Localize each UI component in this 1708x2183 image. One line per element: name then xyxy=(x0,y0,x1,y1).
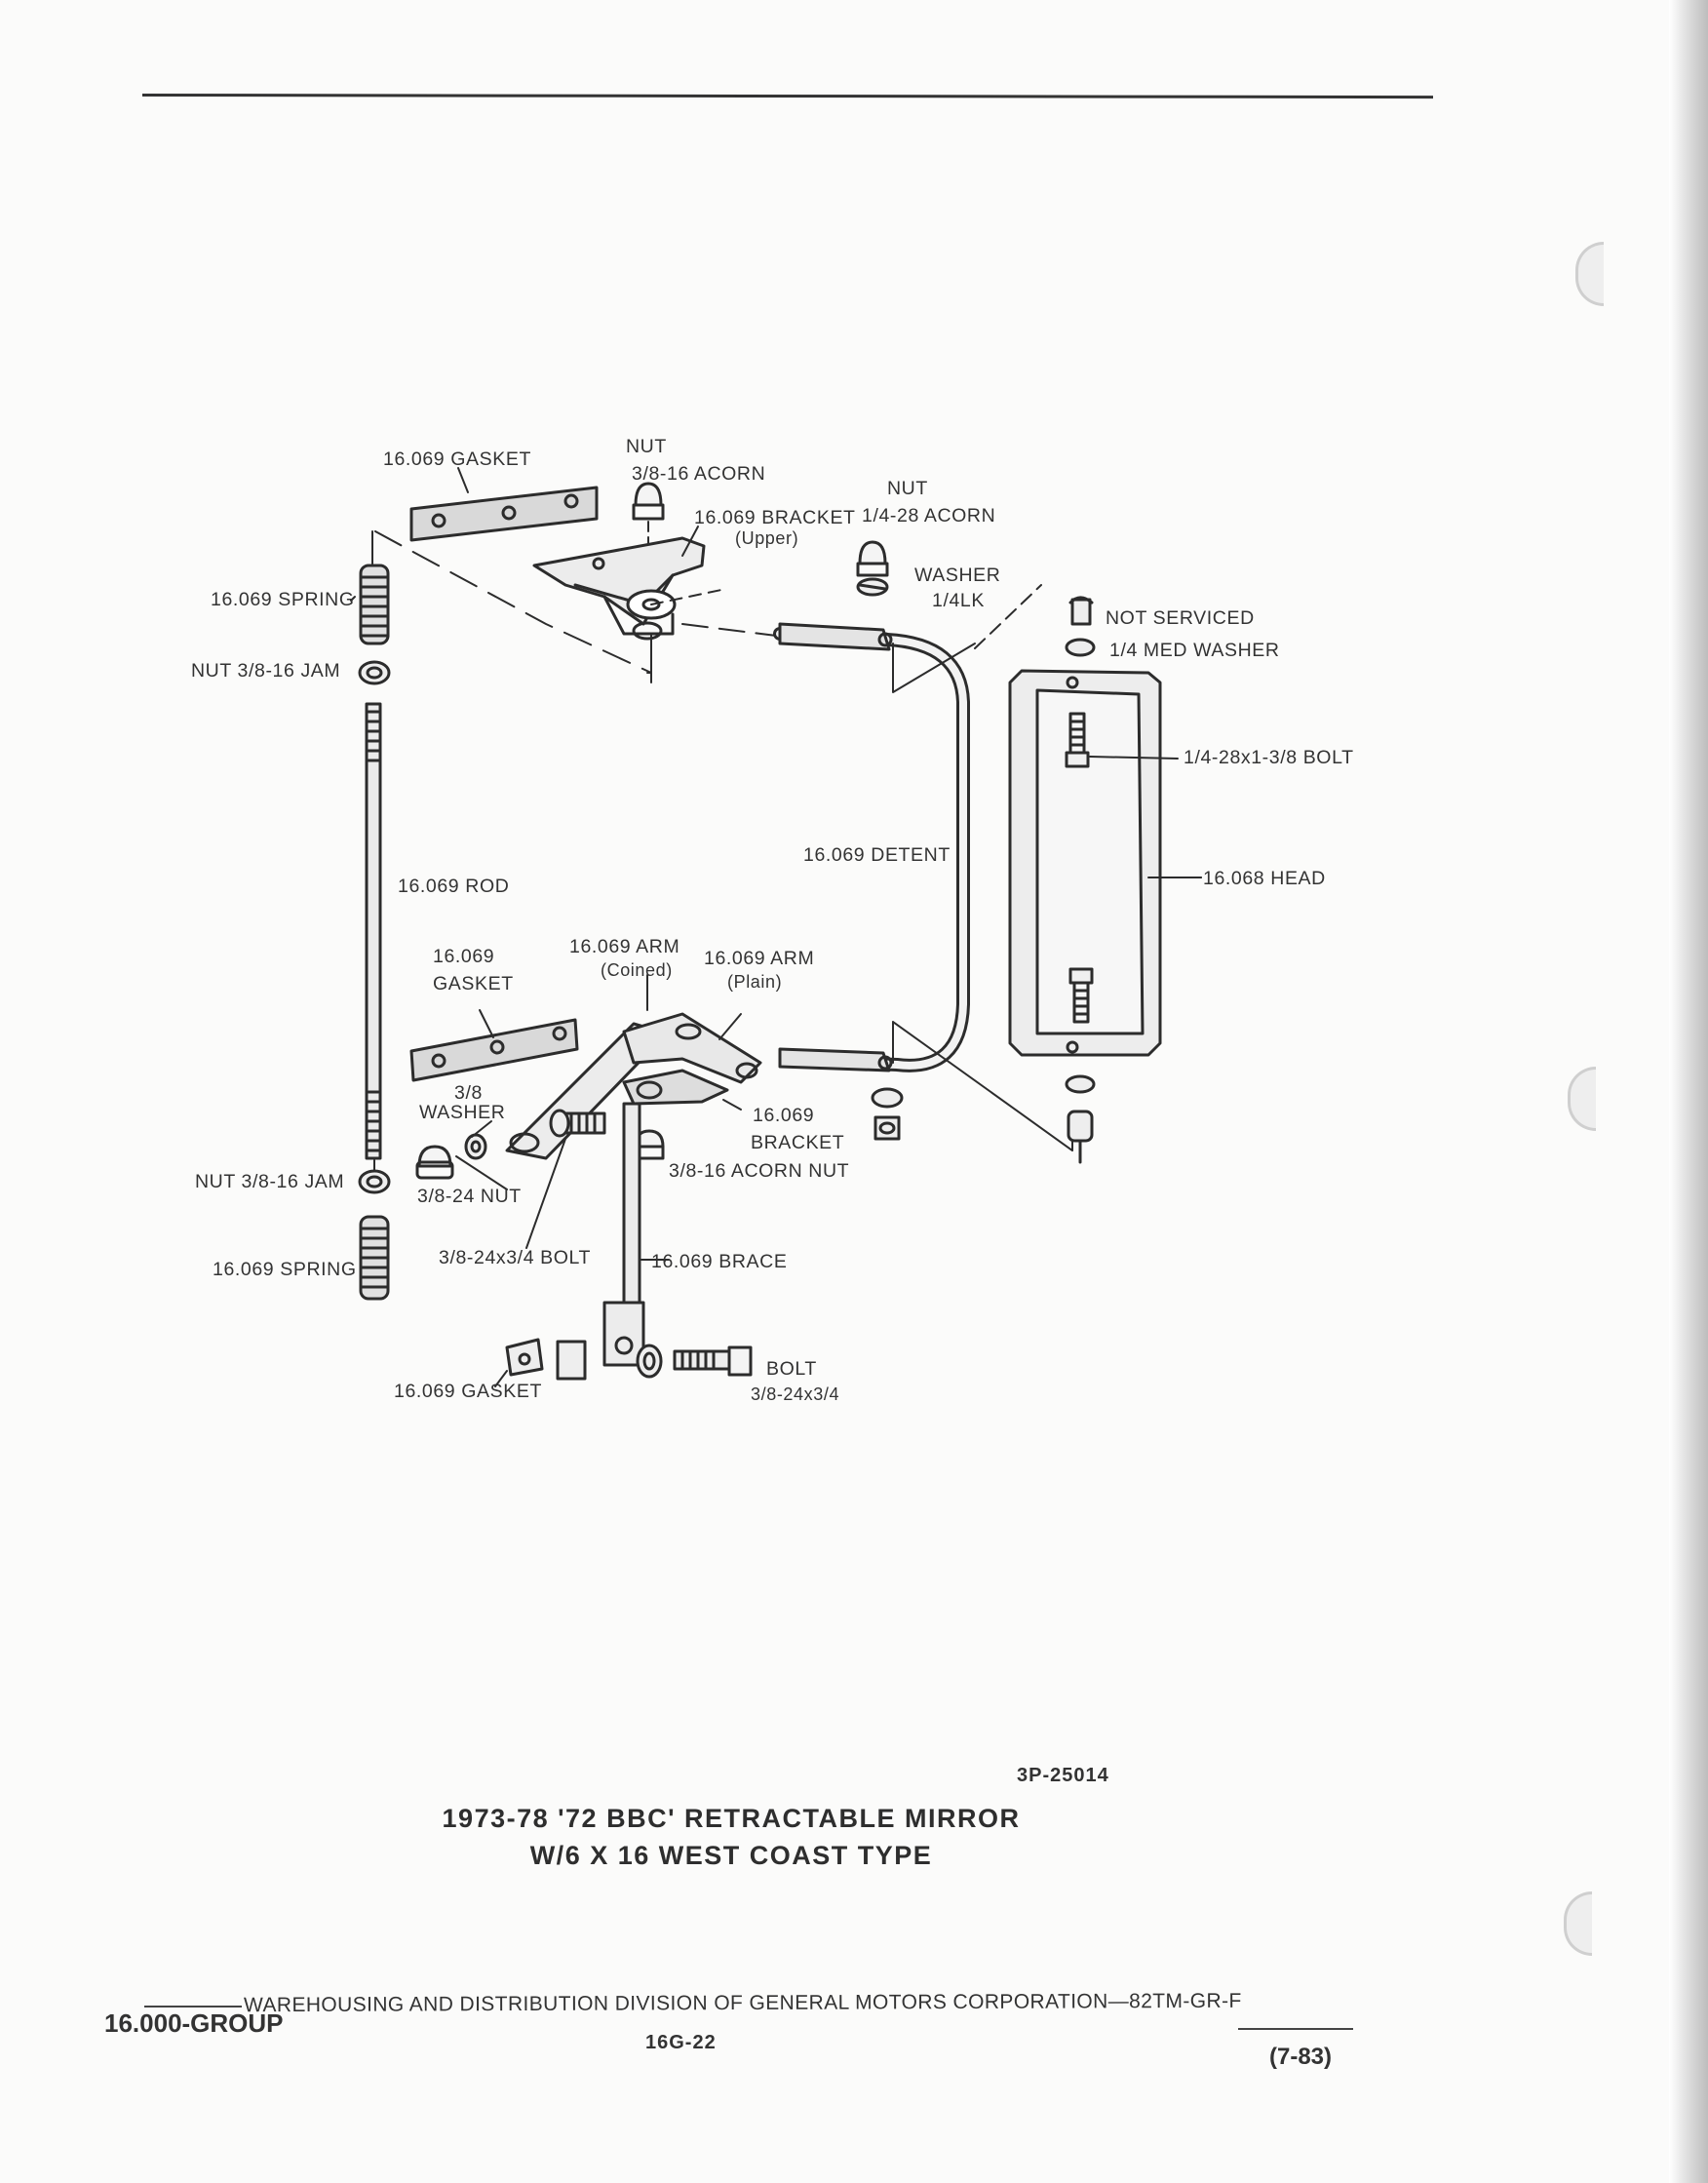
label-arm-coined-2: (Coined) xyxy=(601,960,673,980)
bolt-38-side xyxy=(549,1109,606,1138)
lower-washer-right xyxy=(871,1087,904,1109)
mirror-head xyxy=(1008,669,1162,1057)
label-bracket-upper-2: (Upper) xyxy=(735,528,798,548)
footer-date: (7-83) xyxy=(1269,2044,1333,2070)
label-washer38-1: 3/8 xyxy=(454,1082,483,1104)
label-not-serviced: NOT SERVICED xyxy=(1106,607,1255,629)
footer-group: 16.000-GROUP xyxy=(104,2008,284,2038)
figure-title-line2: W/6 X 16 WEST COAST TYPE xyxy=(529,1841,933,1870)
label-arm-coined-1: 16.069 ARM xyxy=(569,936,679,957)
upper-spring xyxy=(359,564,390,645)
label-arm-plain-2: (Plain) xyxy=(727,972,782,992)
label-gasket-mid-1: 16.069 xyxy=(433,946,494,967)
label-nut-jam-top: NUT 3/8-16 JAM xyxy=(191,660,340,682)
label-nut-jam-bottom: NUT 3/8-16 JAM xyxy=(195,1171,344,1192)
upper-bracket xyxy=(532,536,706,641)
med-washer-top xyxy=(1065,638,1096,657)
label-nut-right-2: 1/4-28 ACORN xyxy=(862,505,995,526)
footer-division-text: WAREHOUSING AND DISTRIBUTION DIVISION OF… xyxy=(243,1989,1242,2017)
label-nut-left-1: NUT xyxy=(626,436,667,457)
label-bracket-low-2: BRACKET xyxy=(751,1132,844,1153)
lower-spring xyxy=(359,1215,390,1301)
arm-plain xyxy=(622,1012,762,1084)
page-edge-shadow xyxy=(1669,0,1708,2183)
label-head: 16.068 HEAD xyxy=(1203,868,1326,889)
label-bracket-low-1: 16.069 xyxy=(753,1105,814,1126)
acorn-nut-top-left xyxy=(632,482,665,521)
bolt-bottom xyxy=(673,1345,753,1377)
middle-gasket xyxy=(409,1018,579,1082)
nut-bottom-right xyxy=(1067,1110,1094,1164)
not-serviced-part xyxy=(1068,596,1094,626)
label-arm-plain-1: 16.069 ARM xyxy=(704,948,814,969)
label-washer-1: WASHER xyxy=(914,565,1000,586)
label-rod: 16.069 ROD xyxy=(398,876,509,897)
lower-nut-right xyxy=(873,1115,901,1141)
label-gasket-mid-2: GASKET xyxy=(433,973,514,994)
leader-gasket-top xyxy=(457,467,469,493)
label-nut-3824: 3/8-24 NUT xyxy=(417,1186,522,1207)
label-washer38-2: WASHER xyxy=(419,1102,505,1123)
head-bolt-lower xyxy=(1068,967,1094,1024)
label-nut-left-2: 3/8-16 ACORN xyxy=(632,463,765,485)
med-washer-bottom xyxy=(1065,1074,1096,1094)
washer-38 xyxy=(464,1133,487,1160)
label-bolt-3824: 3/8-24x3/4 BOLT xyxy=(439,1247,591,1268)
footer-page-number: 16G-22 xyxy=(645,2032,717,2053)
label-bracket-upper-1: 16.069 BRACKET xyxy=(694,507,856,528)
brace xyxy=(602,1102,645,1367)
washer-bottom xyxy=(636,1344,663,1379)
label-spring-top: 16.069 SPRING xyxy=(211,589,355,610)
label-gasket-bottom: 16.069 GASKET xyxy=(394,1381,542,1402)
threaded-rod xyxy=(365,702,382,1160)
gasket-bottom-small-1 xyxy=(505,1338,544,1377)
label-nut-right-1: NUT xyxy=(887,478,928,499)
upper-jam-nut xyxy=(358,660,391,685)
label-detent: 16.069 DETENT xyxy=(803,844,951,866)
label-gasket-top: 16.069 GASKET xyxy=(383,448,531,470)
lock-washer-top xyxy=(856,577,889,597)
label-med-washer: 1/4 MED WASHER xyxy=(1109,640,1280,661)
footer-rule-left xyxy=(144,2006,242,2008)
label-bolt-head: 1/4-28x1-3/8 BOLT xyxy=(1184,747,1354,768)
head-bolt-upper xyxy=(1065,712,1090,768)
figure-reference: 3P-25014 xyxy=(1017,1765,1109,1786)
upper-gasket xyxy=(409,486,599,542)
label-acorn-nut: 3/8-16 ACORN NUT xyxy=(669,1160,849,1182)
acorn-nut-38 xyxy=(415,1145,454,1180)
lower-bracket xyxy=(622,1069,729,1106)
label-washer-2: 1/4LK xyxy=(932,590,985,611)
label-bolt-bottom-1: BOLT xyxy=(766,1358,817,1380)
footer-rule-right xyxy=(1238,2028,1353,2030)
detent-rod xyxy=(773,622,970,1072)
acorn-nut-top-right xyxy=(856,540,889,577)
label-spring-bottom: 16.069 SPRING xyxy=(213,1259,357,1280)
lower-jam-nut xyxy=(358,1169,391,1194)
label-brace: 16.069 BRACE xyxy=(651,1251,787,1272)
figure-title-line1: 1973-78 '72 BBC' RETRACTABLE MIRROR xyxy=(442,1804,1021,1833)
label-bolt-bottom-2: 3/8-24x3/4 xyxy=(751,1384,839,1404)
gasket-bottom-small-2 xyxy=(556,1340,587,1381)
